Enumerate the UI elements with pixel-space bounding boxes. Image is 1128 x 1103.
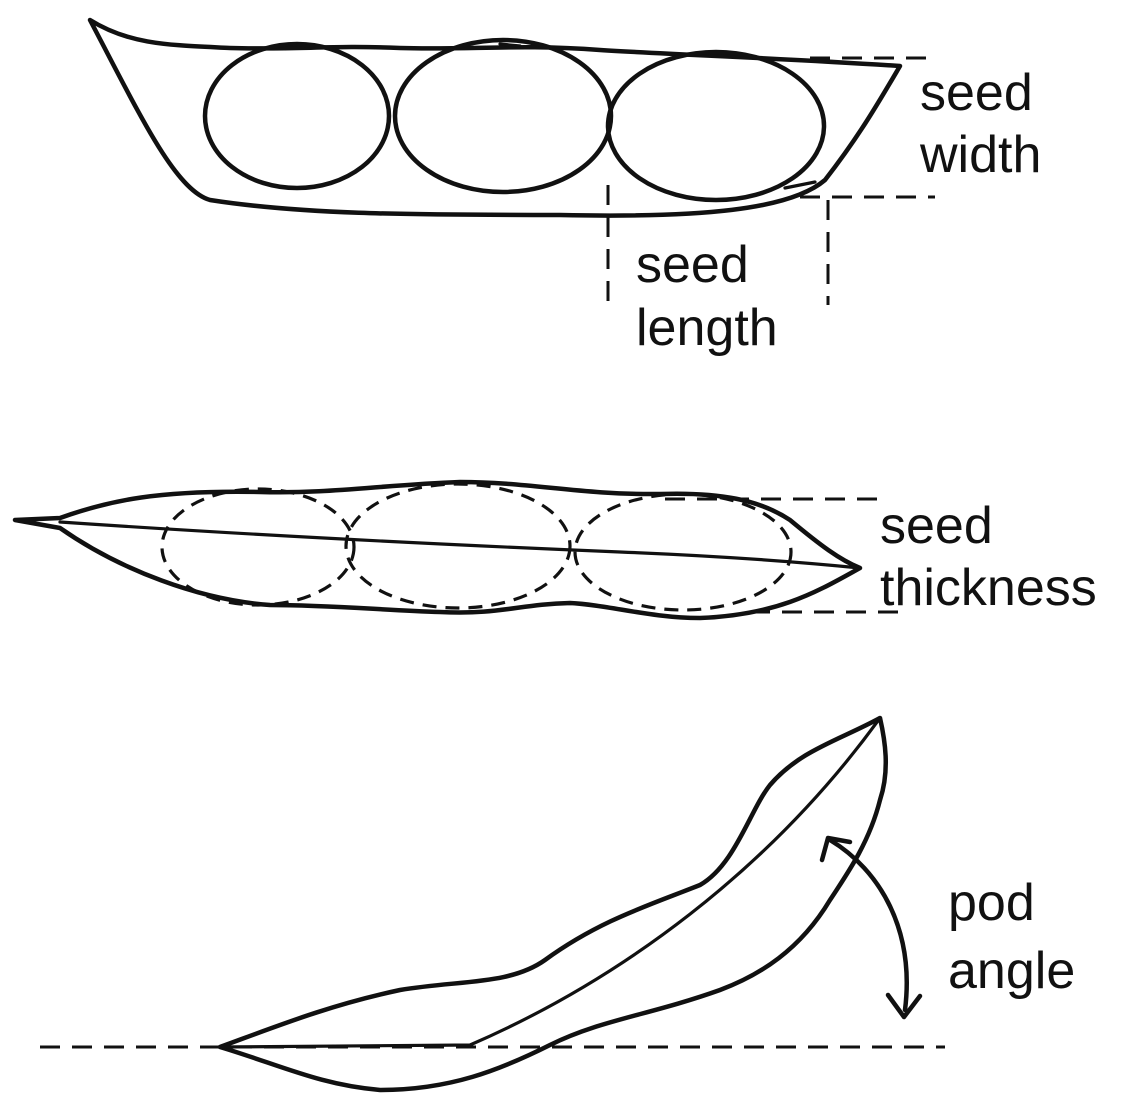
pod-angle-view <box>40 718 945 1090</box>
seed-width-guides <box>800 58 935 197</box>
pod-outline-top <box>15 482 860 618</box>
seed-thickness-label: seed thickness <box>880 497 1097 617</box>
seed-width-label: seed width <box>919 64 1047 184</box>
pod-angle-arc <box>830 840 907 1010</box>
mark <box>500 44 520 46</box>
seed-3 <box>608 52 824 200</box>
pod-midrib <box>60 522 860 568</box>
pod-top-view <box>15 482 860 618</box>
seed-2 <box>395 40 611 192</box>
pod-side-view <box>90 20 900 216</box>
pod-axis-line <box>220 718 880 1047</box>
seed-1-dashed <box>162 489 354 605</box>
seed-1 <box>205 44 389 188</box>
pod-outline-angled <box>220 718 886 1090</box>
mark <box>290 44 308 46</box>
pod-angle-label: pod angle <box>948 874 1075 1000</box>
seed-length-label: seed length <box>636 236 778 357</box>
